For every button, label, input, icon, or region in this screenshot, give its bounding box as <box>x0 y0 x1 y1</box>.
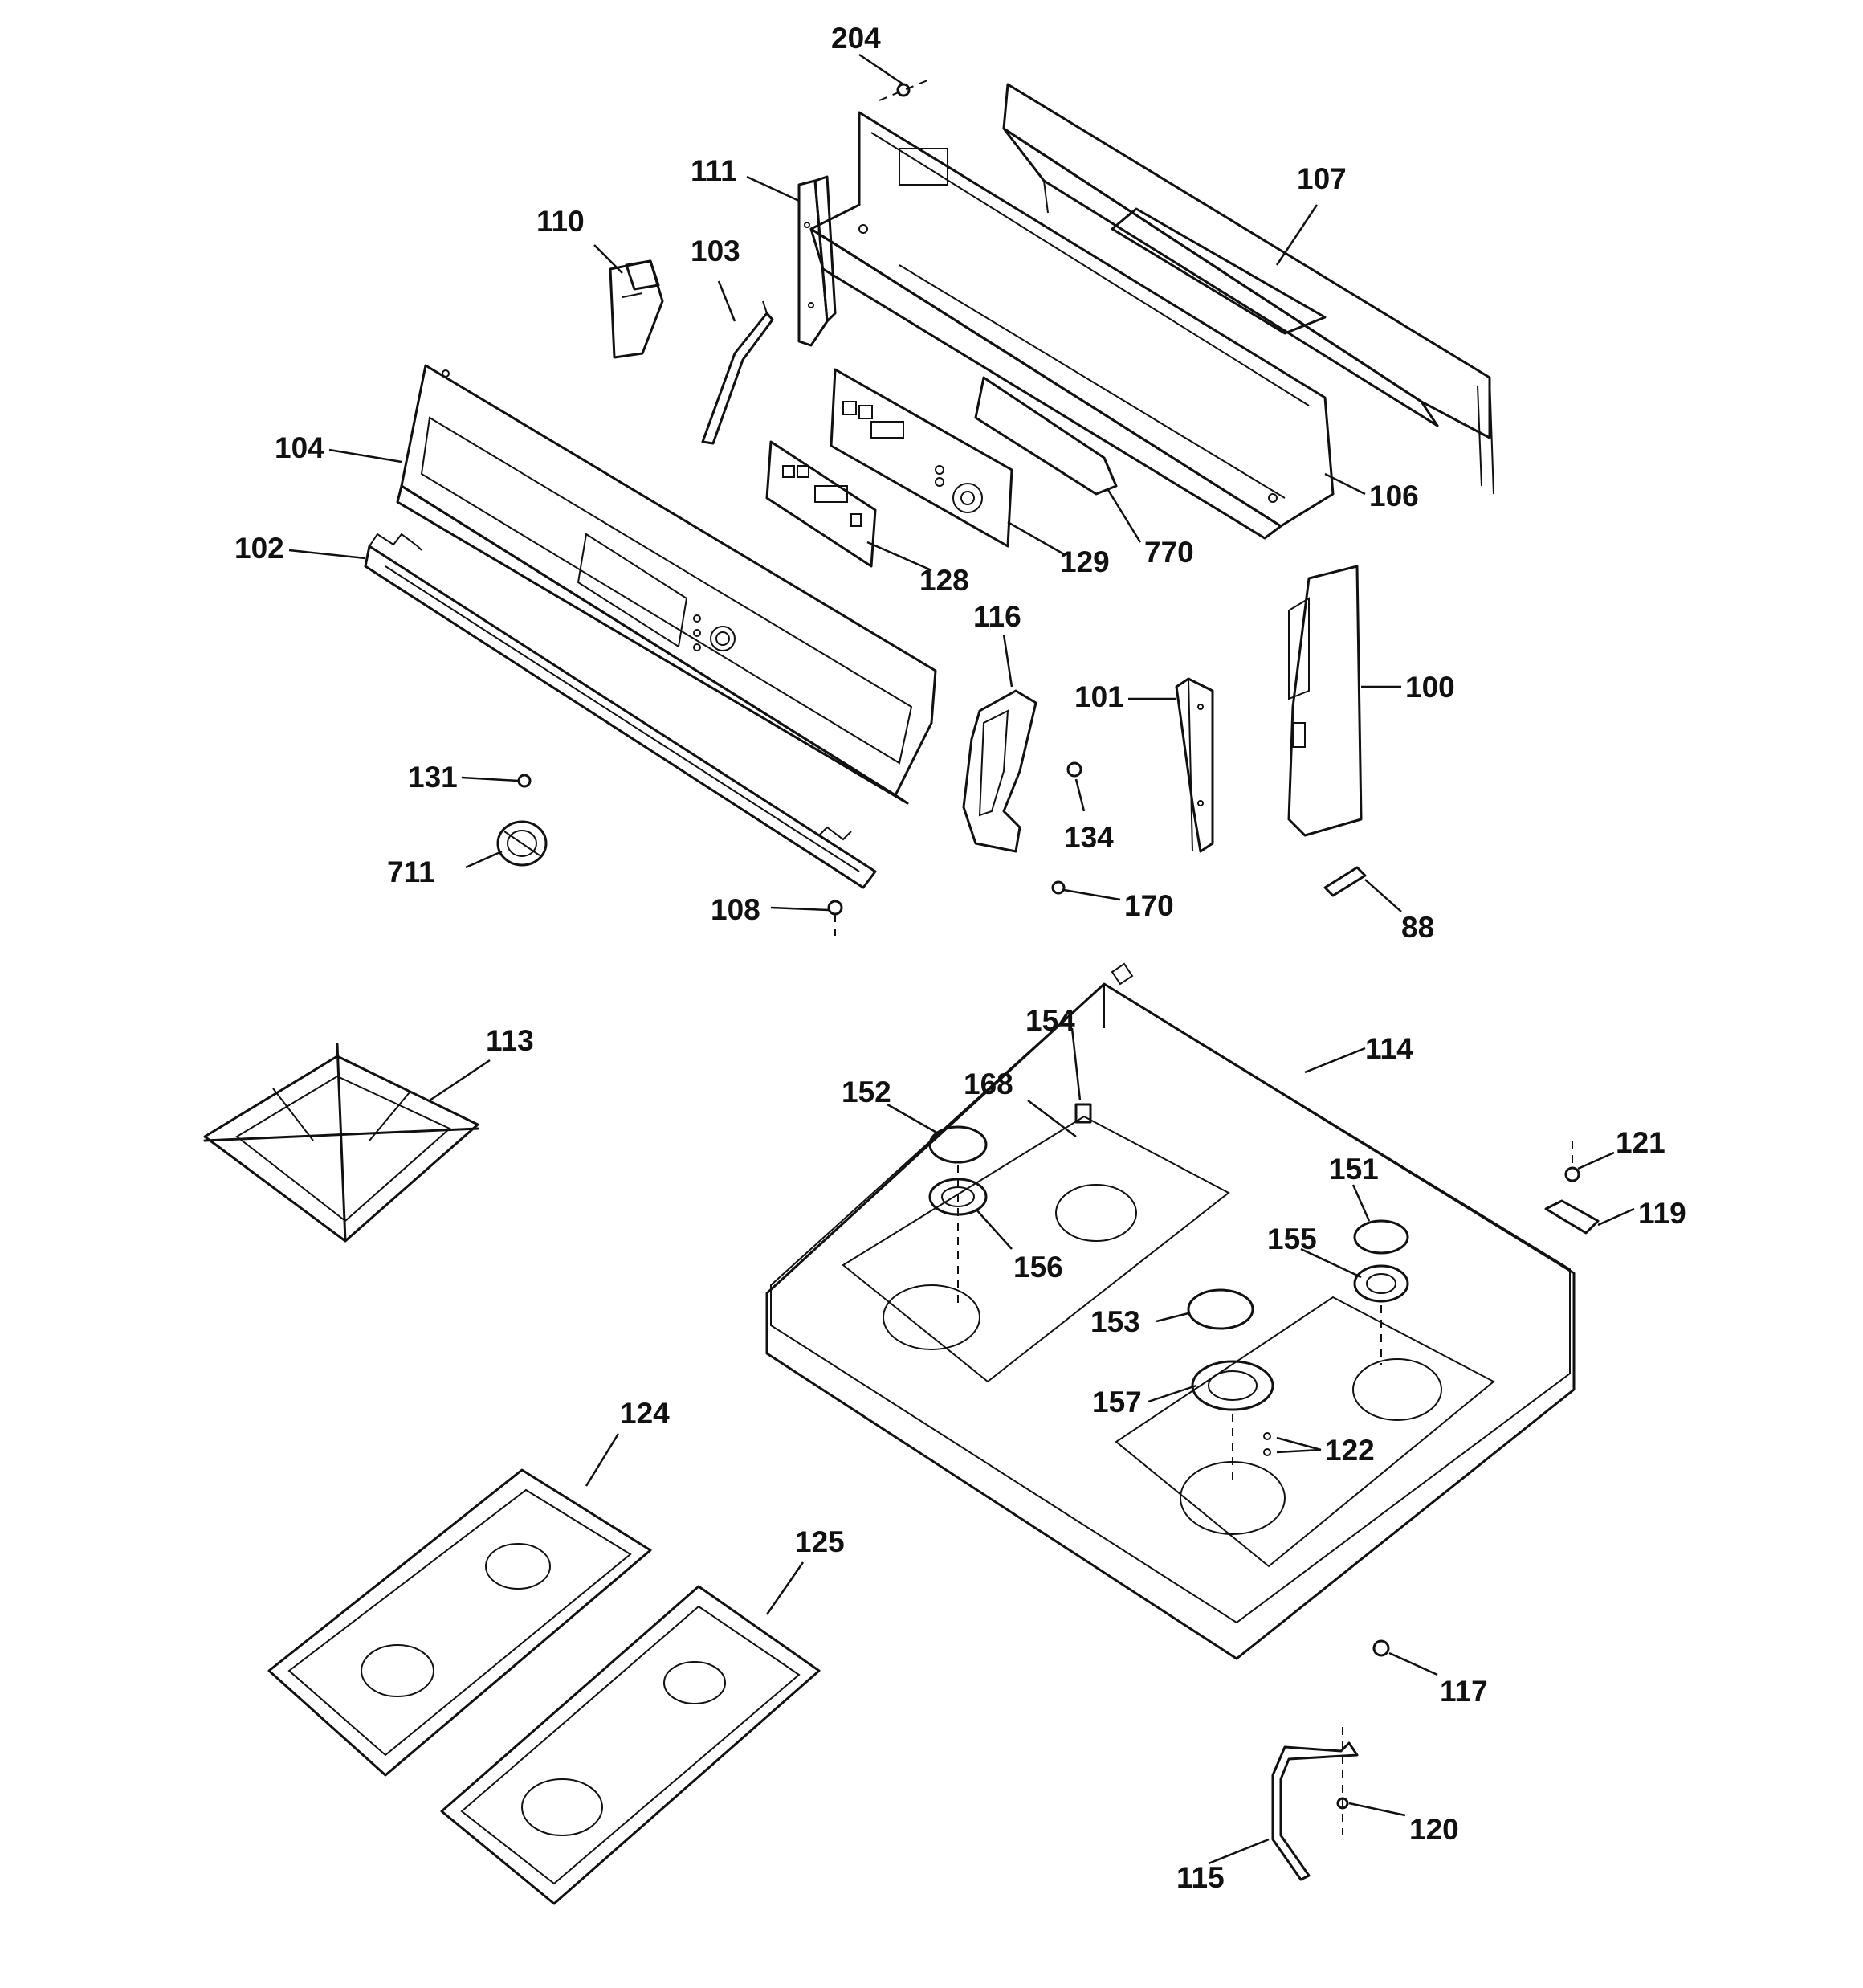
callout-152: 152 <box>842 1076 891 1108</box>
part-117-nut <box>1372 1639 1390 1657</box>
callout-labels: 204 107 111 110 103 104 106 102 128 129 … <box>234 22 1686 1894</box>
callout-113: 113 <box>486 1024 534 1057</box>
part-124-drip-pan <box>267 1468 652 1777</box>
part-103-tube <box>701 300 774 445</box>
burner-parts <box>928 1103 1409 1486</box>
callout-115: 115 <box>1176 1861 1225 1894</box>
part-107-top-trim <box>1002 83 1494 495</box>
part-113-grate <box>203 1043 479 1243</box>
part-711-knob <box>496 820 548 867</box>
callout-204: 204 <box>831 22 881 55</box>
part-106-backguard <box>809 111 1335 540</box>
callout-119: 119 <box>1638 1197 1686 1230</box>
leader-lines <box>288 53 1635 1865</box>
part-111-bracket <box>797 175 837 347</box>
callout-157: 157 <box>1092 1386 1142 1419</box>
part-88-clip <box>1323 866 1367 897</box>
callout-770: 770 <box>1144 536 1194 569</box>
part-125-drip-pan <box>440 1585 821 1905</box>
part-104-control-panel <box>396 364 937 805</box>
callout-154: 154 <box>1025 1004 1075 1037</box>
callout-88: 88 <box>1401 911 1434 944</box>
callout-134: 134 <box>1064 821 1114 854</box>
callout-122: 122 <box>1325 1434 1375 1467</box>
callout-168: 168 <box>964 1067 1013 1100</box>
callout-156: 156 <box>1013 1251 1063 1284</box>
callout-110: 110 <box>536 205 585 238</box>
callout-100: 100 <box>1405 671 1455 704</box>
part-129-control-board <box>830 368 1013 548</box>
callout-711: 711 <box>387 855 435 888</box>
callout-170: 170 <box>1124 889 1174 922</box>
callout-103: 103 <box>691 235 740 267</box>
part-770-cover <box>974 376 1118 496</box>
callout-116: 116 <box>973 600 1021 633</box>
callout-106: 106 <box>1369 480 1419 512</box>
callout-153: 153 <box>1090 1305 1140 1338</box>
part-115-tube <box>1271 1727 1359 1881</box>
part-110-box <box>609 259 664 359</box>
part-128-overlay <box>765 440 877 568</box>
callout-108: 108 <box>711 893 760 926</box>
callout-128: 128 <box>919 564 969 597</box>
part-100-side-bracket <box>1287 565 1363 837</box>
part-116-end-cap <box>962 689 1037 853</box>
callout-151: 151 <box>1329 1153 1379 1186</box>
callout-114: 114 <box>1365 1032 1413 1065</box>
callout-125: 125 <box>795 1525 845 1558</box>
callout-104: 104 <box>275 431 324 464</box>
callout-107: 107 <box>1297 162 1347 195</box>
callout-124: 124 <box>620 1397 670 1430</box>
part-114-cooktop <box>765 962 1576 1660</box>
callout-155: 155 <box>1267 1223 1317 1255</box>
callout-102: 102 <box>234 532 284 565</box>
callout-120: 120 <box>1409 1813 1459 1846</box>
part-102-trim-strip <box>364 533 877 889</box>
callout-101: 101 <box>1074 680 1124 713</box>
callout-131: 131 <box>408 761 458 794</box>
callout-121: 121 <box>1616 1126 1665 1159</box>
part-101-bracket <box>1175 677 1214 853</box>
callout-117: 117 <box>1440 1675 1488 1708</box>
callout-129: 129 <box>1060 545 1110 578</box>
part-119-bracket <box>1544 1199 1600 1235</box>
callout-111: 111 <box>691 154 737 187</box>
